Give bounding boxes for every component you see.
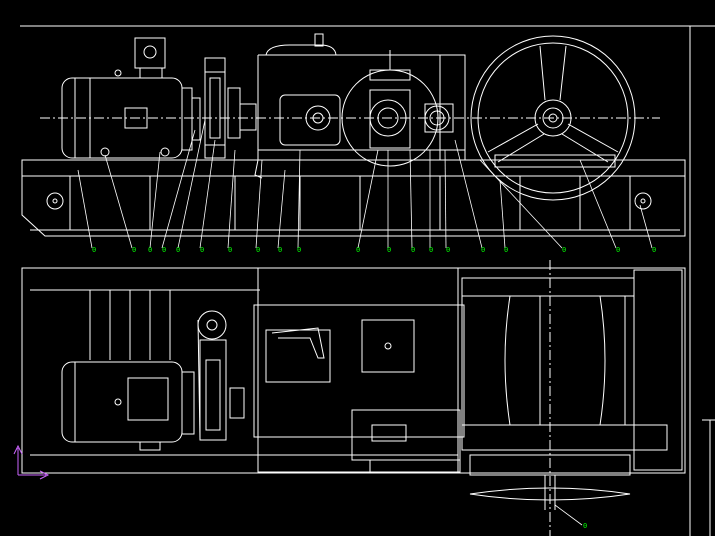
motor-plan xyxy=(61,361,195,451)
callout-label: 0 xyxy=(387,246,391,254)
elevation-callouts: 0 0 0 0 0 0 0 0 0 0 0 0 0 0 0 0 0 0 0 0 xyxy=(92,246,656,254)
callout-label: 0 xyxy=(200,246,204,254)
gearbox-plan xyxy=(253,267,465,473)
base-frame xyxy=(21,159,686,237)
elevation-leaders xyxy=(77,119,653,249)
callout-label: 0 xyxy=(256,246,260,254)
plan-view xyxy=(21,260,715,536)
callout-label: 0 xyxy=(162,246,166,254)
callout-label: 0 xyxy=(228,246,232,254)
plan-callouts: 0 xyxy=(583,522,587,530)
callout-label: 0 xyxy=(583,522,587,530)
callout-label: 0 xyxy=(504,246,508,254)
brake-coupling xyxy=(204,57,257,159)
callout-label: 0 xyxy=(297,246,301,254)
callout-label: 0 xyxy=(148,246,152,254)
gearbox xyxy=(254,33,466,179)
ucs-axis-icon xyxy=(13,444,50,480)
callout-label: 0 xyxy=(176,246,180,254)
callout-label: 0 xyxy=(616,246,620,254)
callout-label: 0 xyxy=(429,246,433,254)
elevation-view xyxy=(20,25,715,536)
brake-plan xyxy=(197,310,245,441)
callout-label: 0 xyxy=(132,246,136,254)
callout-label: 0 xyxy=(411,246,415,254)
callout-label: 0 xyxy=(356,246,360,254)
callout-label: 0 xyxy=(92,246,96,254)
callout-label: 0 xyxy=(481,246,485,254)
callout-label: 0 xyxy=(562,246,566,254)
callout-label: 0 xyxy=(278,246,282,254)
callout-label: 0 xyxy=(446,246,450,254)
callout-label: 0 xyxy=(652,246,656,254)
drum-plan xyxy=(461,260,683,536)
motor xyxy=(61,37,201,159)
